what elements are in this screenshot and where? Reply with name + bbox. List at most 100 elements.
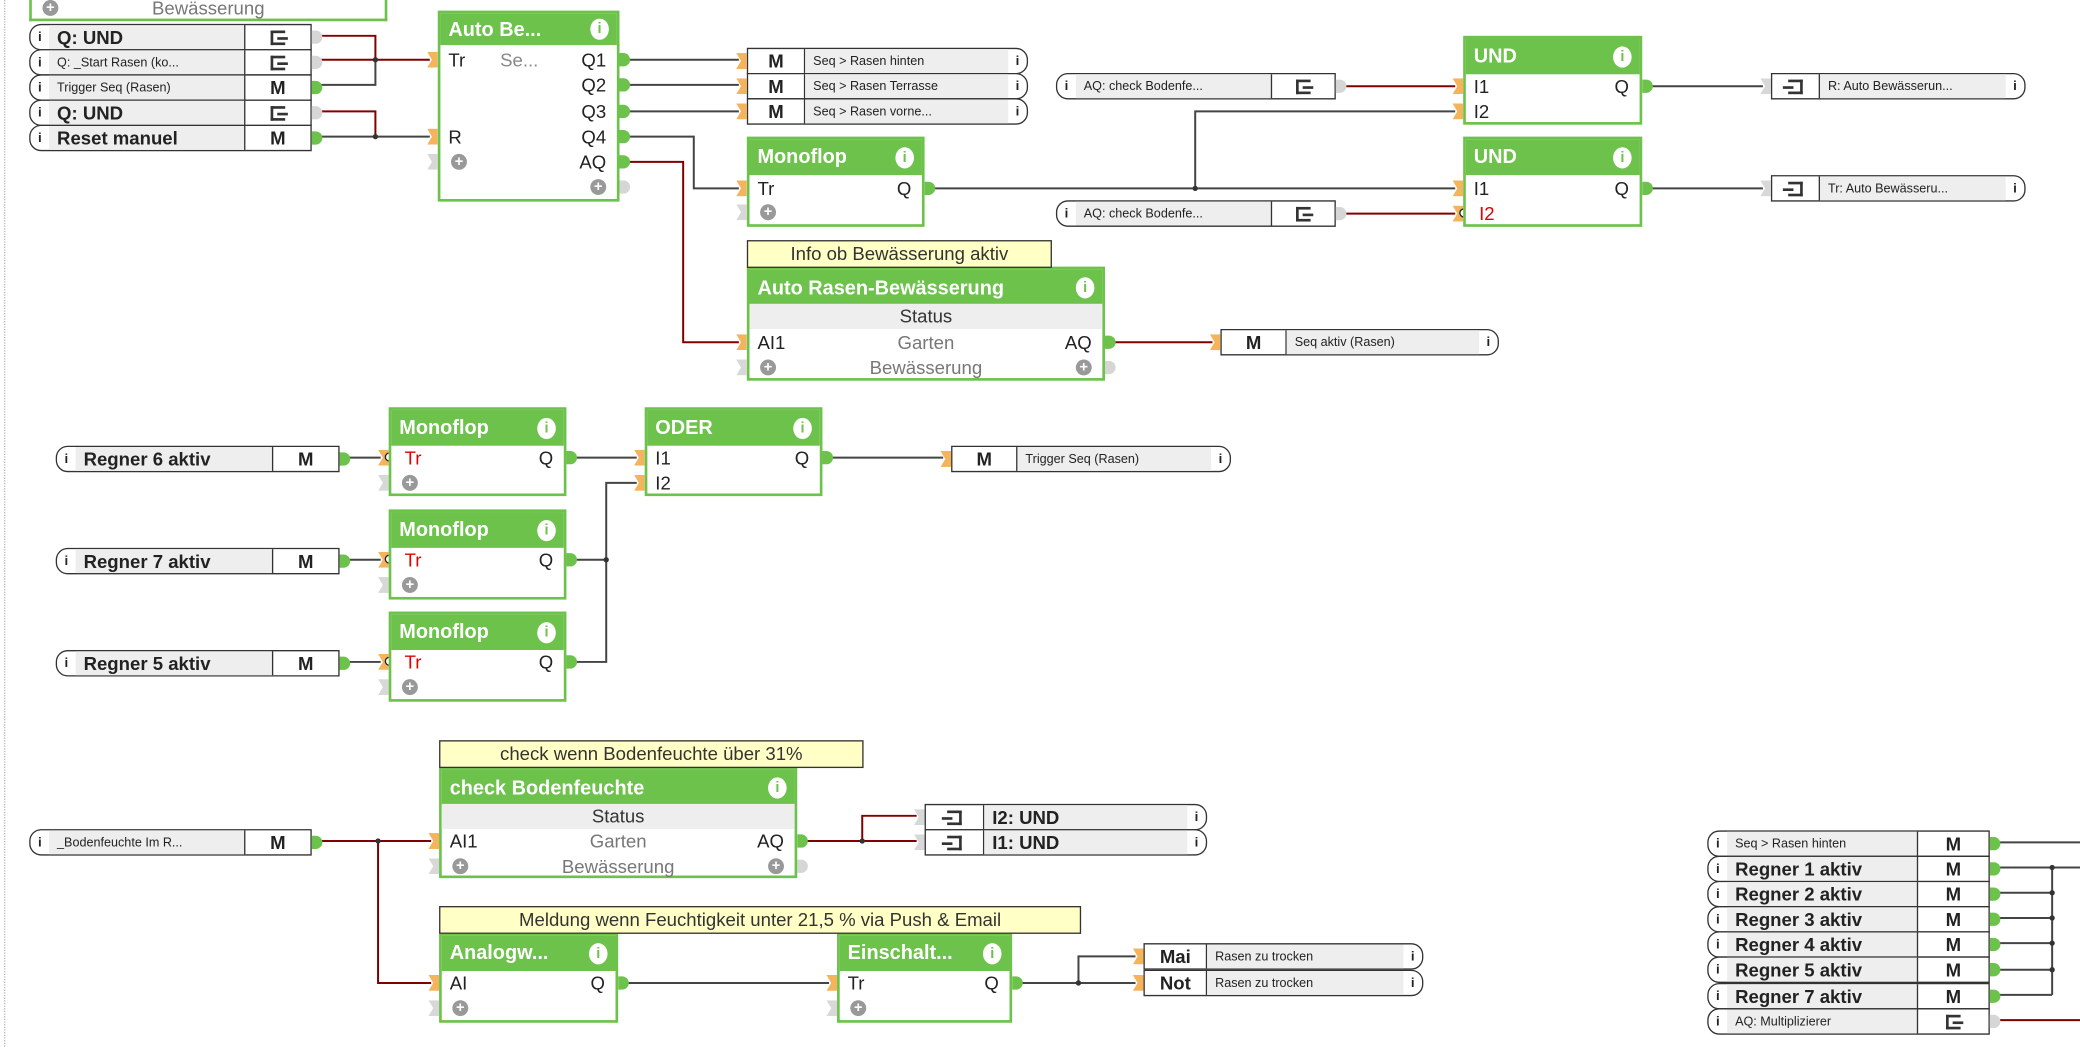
- output-connector[interactable]: [1335, 79, 1347, 93]
- input-connector[interactable]: [634, 449, 645, 466]
- output-connector[interactable]: [619, 104, 631, 119]
- input-connector[interactable]: [378, 653, 389, 670]
- input-connector[interactable]: [826, 1000, 838, 1017]
- info-icon[interactable]: i: [1064, 206, 1069, 221]
- output-connector[interactable]: [311, 30, 323, 44]
- info-icon[interactable]: i: [1716, 861, 1720, 877]
- info-icon[interactable]: i: [37, 29, 42, 45]
- info-icon[interactable]: i: [1075, 277, 1095, 299]
- output-connector[interactable]: [311, 106, 323, 120]
- input-connector[interactable]: [940, 451, 952, 467]
- output-connector[interactable]: [1989, 862, 2001, 876]
- output-connector[interactable]: [566, 553, 578, 567]
- output-connector[interactable]: [1989, 937, 2001, 952]
- info-icon[interactable]: i: [1613, 45, 1632, 67]
- input-connector[interactable]: [736, 53, 747, 69]
- info-icon[interactable]: i: [590, 18, 609, 40]
- input-connector[interactable]: [378, 577, 389, 593]
- output-connector[interactable]: [311, 131, 323, 145]
- output-connector[interactable]: [566, 655, 578, 669]
- info-icon[interactable]: i: [982, 942, 1002, 964]
- info-icon[interactable]: i: [537, 417, 556, 439]
- input-connector[interactable]: [378, 474, 389, 491]
- info-icon[interactable]: i: [37, 835, 42, 850]
- output-connector[interactable]: [618, 976, 629, 990]
- wire[interactable]: [318, 34, 377, 60]
- input-connector[interactable]: [1209, 334, 1221, 351]
- output-connector[interactable]: [339, 452, 351, 466]
- add-output-icon[interactable]: +: [768, 858, 784, 875]
- wire[interactable]: [318, 110, 377, 137]
- block-header[interactable]: Auto Be...i: [440, 13, 617, 46]
- info-icon[interactable]: i: [588, 942, 608, 964]
- output-connector[interactable]: [797, 834, 808, 848]
- add-input-icon[interactable]: +: [452, 1000, 469, 1017]
- info-icon[interactable]: i: [1410, 949, 1415, 964]
- input-connector[interactable]: [427, 128, 438, 145]
- output-connector[interactable]: [619, 53, 631, 67]
- comment-box[interactable]: check wenn Bodenfeuchte über 31%: [439, 740, 864, 769]
- output-connector[interactable]: [311, 55, 323, 69]
- info-icon[interactable]: i: [64, 553, 69, 569]
- add-input-icon[interactable]: +: [452, 858, 469, 875]
- input-connector[interactable]: [913, 834, 925, 851]
- io-box[interactable]: Tr: Auto Bewässeru...i: [1770, 175, 2026, 202]
- info-icon[interactable]: i: [1716, 962, 1720, 977]
- output-connector[interactable]: [619, 180, 631, 194]
- io-box[interactable]: i_Bodenfeuchte Im R...M: [29, 829, 312, 856]
- info-icon[interactable]: i: [1613, 146, 1632, 168]
- output-connector[interactable]: [566, 451, 578, 465]
- input-connector[interactable]: [428, 1000, 440, 1017]
- output-connector[interactable]: [339, 656, 351, 670]
- info-icon[interactable]: i: [1194, 809, 1199, 825]
- output-connector[interactable]: [1989, 837, 2001, 851]
- input-connector[interactable]: [378, 679, 389, 696]
- input-connector[interactable]: [428, 833, 440, 849]
- info-icon[interactable]: i: [1015, 53, 1020, 69]
- input-connector[interactable]: [736, 78, 747, 95]
- wire[interactable]: [861, 814, 917, 842]
- output-connector[interactable]: [1989, 963, 2001, 977]
- info-icon[interactable]: i: [1716, 886, 1720, 902]
- input-connector[interactable]: [378, 449, 389, 466]
- add-input-icon[interactable]: +: [42, 0, 59, 16]
- info-icon[interactable]: i: [537, 519, 556, 541]
- block-header[interactable]: Analogw...i: [441, 935, 616, 972]
- input-connector[interactable]: [1452, 103, 1464, 120]
- partial-block-top[interactable]: + Bewässerung: [29, 0, 388, 22]
- output-connector[interactable]: [924, 181, 936, 195]
- info-icon[interactable]: i: [1486, 334, 1491, 350]
- input-connector[interactable]: [736, 103, 747, 120]
- output-connector[interactable]: [339, 554, 351, 568]
- output-connector[interactable]: [1989, 887, 2001, 901]
- info-icon[interactable]: i: [1218, 451, 1223, 467]
- info-icon[interactable]: i: [1194, 835, 1199, 850]
- input-connector[interactable]: [913, 809, 925, 826]
- input-connector[interactable]: [826, 974, 838, 991]
- info-icon[interactable]: i: [64, 451, 69, 467]
- input-connector[interactable]: [427, 51, 438, 68]
- add-input-icon[interactable]: +: [850, 1000, 867, 1017]
- input-connector[interactable]: [427, 153, 438, 170]
- add-output-icon[interactable]: +: [1075, 359, 1092, 376]
